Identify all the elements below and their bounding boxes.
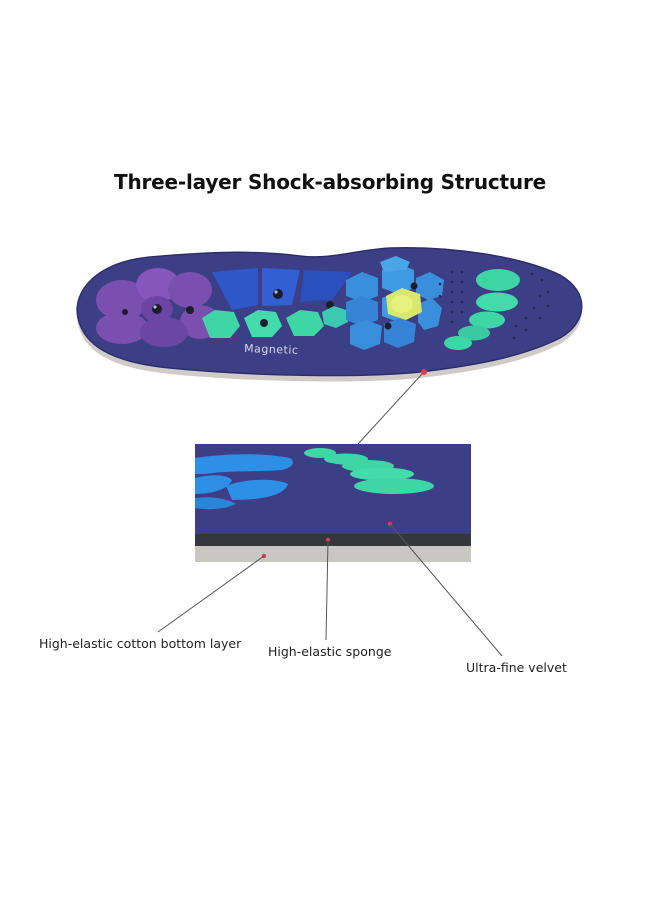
forefoot-honeycomb <box>346 256 444 350</box>
arch-pad <box>212 268 352 310</box>
bottom-layer-leader <box>157 555 265 633</box>
insole-marker-dot <box>421 369 427 375</box>
perforation-holes <box>438 270 550 340</box>
insole-image: Magnetic <box>76 247 583 382</box>
bottom-layer-label: High-elastic cotton bottom layer <box>39 636 242 651</box>
middle-layer-leader <box>325 539 329 641</box>
brand-text: Magnetic <box>244 342 299 357</box>
top-layer-leader <box>389 523 503 657</box>
mint-pads <box>202 306 348 338</box>
top-layer-label: Ultra-fine velvet <box>466 660 567 675</box>
page-title: Three-layer Shock-absorbing Structure <box>114 170 546 194</box>
cross-section-zoom <box>195 444 471 562</box>
middle-layer-label: High-elastic sponge <box>268 644 392 659</box>
toe-pads <box>444 269 520 350</box>
zoom-leader-line <box>357 373 423 445</box>
